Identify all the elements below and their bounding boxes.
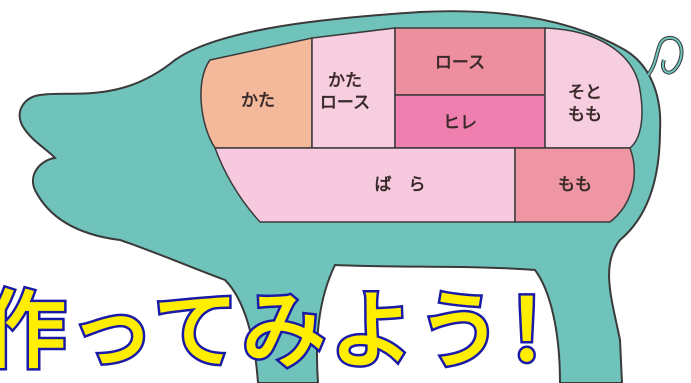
label-fillet: ヒレ: [443, 113, 477, 133]
cut-labels: かた かた ロース ロース ヒレ そと もも ば ら もも: [241, 53, 602, 195]
cut-regions: [200, 27, 643, 223]
cut-momo: [514, 147, 635, 223]
label-loin: ロース: [435, 53, 485, 73]
label-soto-momo-2: もも: [568, 105, 602, 125]
cut-soto-momo: [544, 27, 643, 149]
label-kata: かた: [241, 91, 275, 111]
label-kata-loin-2: ロース: [320, 93, 370, 113]
label-kata-loin-1: かた: [328, 71, 362, 91]
label-momo: もも: [558, 175, 592, 195]
label-bara: ば ら: [375, 175, 426, 195]
label-soto-momo-1: そと: [568, 83, 602, 103]
pig-tail-fill: [647, 36, 683, 76]
cut-bara: [213, 147, 516, 223]
headline-text: 作ってみよう！: [0, 282, 594, 380]
